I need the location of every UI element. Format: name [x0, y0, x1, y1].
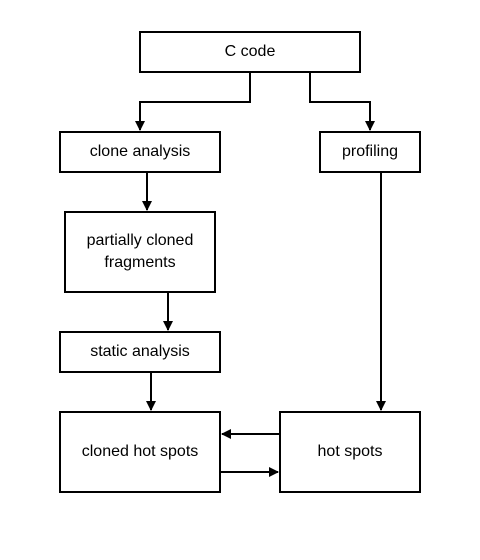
node-profiling-label: profiling: [341, 143, 399, 160]
node-c-code-label: C code: [224, 43, 276, 60]
node-static-analysis: static analysis: [59, 331, 221, 373]
node-hot-spots: hot spots: [279, 411, 421, 493]
node-c-code: C code: [139, 31, 361, 73]
node-cloned-hot-spots: cloned hot spots: [59, 411, 221, 493]
node-hot-spots-label: hot spots: [317, 443, 383, 460]
node-partially-cloned-fragments-label: partially cloned fragments: [86, 232, 194, 271]
node-clone-analysis: clone analysis: [59, 131, 221, 173]
node-profiling: profiling: [319, 131, 421, 173]
node-static-analysis-label: static analysis: [90, 343, 190, 360]
edge-c-code-to-profiling: [309, 72, 375, 131]
node-clone-analysis-label: clone analysis: [89, 143, 191, 160]
edge-c-code-to-clone-analysis: [135, 72, 251, 131]
node-partially-cloned-fragments: partially cloned fragments: [64, 211, 216, 293]
node-cloned-hot-spots-label: cloned hot spots: [81, 443, 199, 460]
